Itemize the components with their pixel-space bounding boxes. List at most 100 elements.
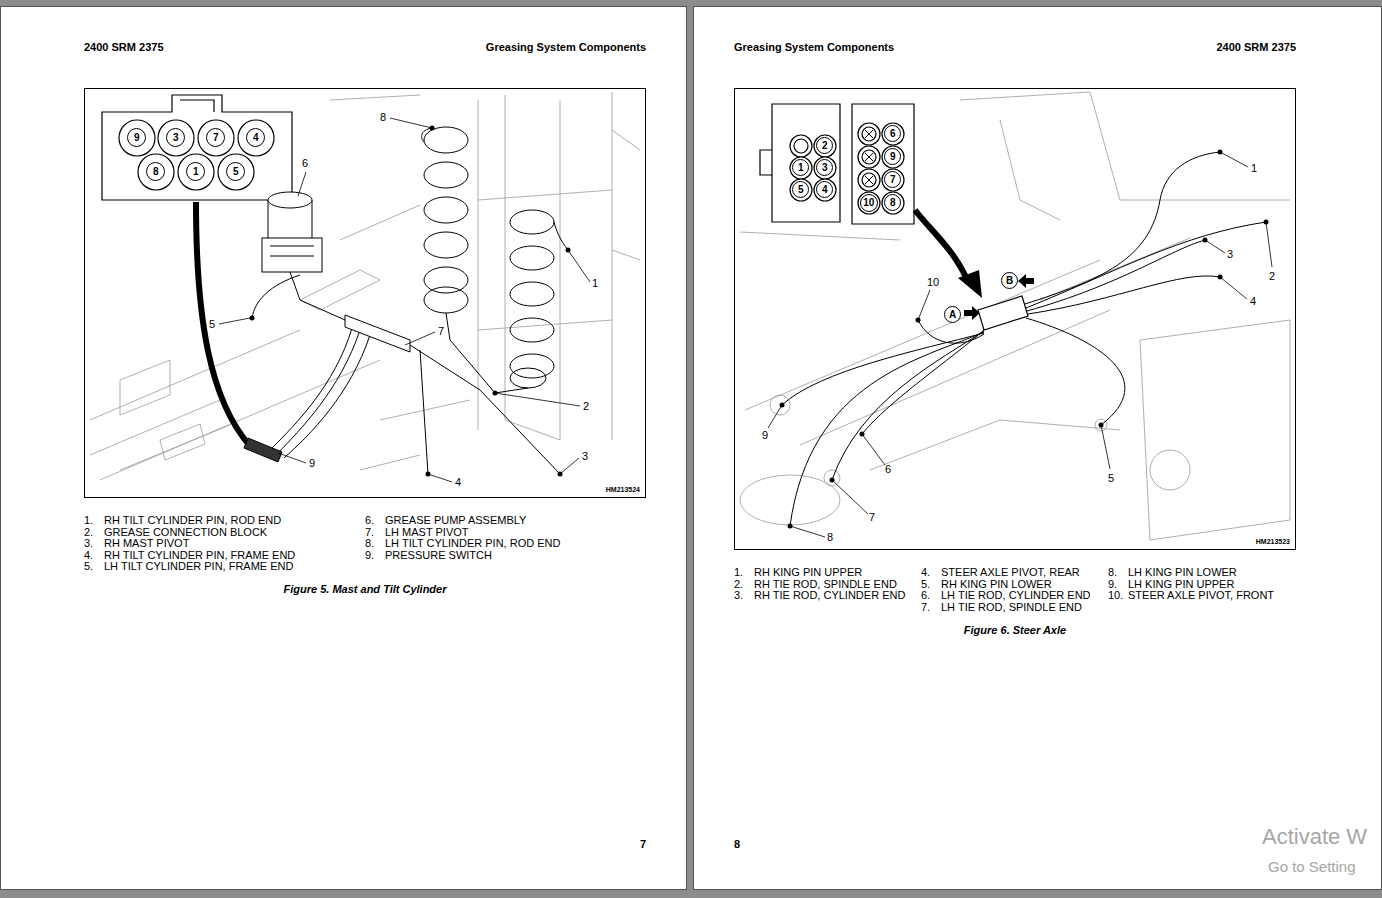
callout-arrow xyxy=(196,202,250,446)
connector-housing xyxy=(218,154,254,190)
grease-pump xyxy=(262,238,322,272)
leader-line xyxy=(768,152,1272,537)
truck-frame-outline xyxy=(90,330,380,480)
grease-hose xyxy=(1026,222,1266,308)
pin-number: 1 xyxy=(193,167,199,177)
connector-pin: 1 xyxy=(792,159,809,176)
steer-axle-outline xyxy=(1000,120,1190,300)
part-name: LH MAST PIVOT xyxy=(385,526,469,539)
truck-frame-outline xyxy=(120,360,205,460)
leader-line xyxy=(768,290,930,537)
list-number: 4. xyxy=(84,549,93,562)
connector-pin: 8 xyxy=(146,162,165,181)
truck-frame-outline xyxy=(300,95,420,310)
part-name: LH TILT CYLINDER PIN, FRAME END xyxy=(104,560,293,573)
connector-housing xyxy=(790,135,812,157)
list-number: 5. xyxy=(921,578,930,591)
pin-number: 8 xyxy=(153,167,159,177)
connector-housing xyxy=(180,100,214,112)
callout-number: 2 xyxy=(1269,270,1275,283)
grease-hose xyxy=(782,333,984,405)
truck-frame-outline xyxy=(478,92,612,440)
truck-frame-outline xyxy=(90,92,640,480)
hose-coil xyxy=(424,267,468,293)
connector-housing xyxy=(198,120,234,156)
list-number: 9. xyxy=(365,549,374,562)
grease-pump xyxy=(270,246,314,256)
callout-number: 4 xyxy=(455,476,461,489)
view-arrow xyxy=(1018,274,1034,288)
page-header: 2400 SRM 2375 xyxy=(1217,41,1297,54)
list-number: 2. xyxy=(734,578,743,591)
callout-number: 1 xyxy=(1251,162,1257,175)
leader-line xyxy=(1101,152,1272,469)
callout-number: 10 xyxy=(927,276,939,289)
connector-pin: 6 xyxy=(884,125,901,142)
callout-number: 8 xyxy=(827,531,833,544)
list-number: 9. xyxy=(1108,578,1117,591)
view-arrow xyxy=(964,306,980,320)
connector-housing xyxy=(882,169,904,191)
hose-coil xyxy=(510,246,554,270)
part-name: RH TILT CYLINDER PIN, ROD END xyxy=(104,514,281,527)
connector-pin: 5 xyxy=(792,181,809,198)
part-name: RH MAST PIVOT xyxy=(104,537,189,550)
pin-number: 3 xyxy=(822,163,828,173)
view-marker: B xyxy=(1001,272,1018,289)
grease-hose xyxy=(1025,152,1220,304)
connector-pin: 7 xyxy=(884,171,901,188)
hose-coil xyxy=(424,127,468,153)
grease-pump xyxy=(268,192,312,208)
page-header: 2400 SRM 2375 xyxy=(84,41,164,54)
callout-number: 7 xyxy=(438,325,444,338)
grease-hose xyxy=(790,332,984,526)
grease-fitting xyxy=(250,126,571,477)
part-name: STEER AXLE PIVOT, FRONT xyxy=(1128,589,1274,602)
grease-hose xyxy=(495,388,528,393)
connector-housing xyxy=(102,95,292,200)
grease-hose xyxy=(862,330,984,434)
list-number: 8. xyxy=(365,537,374,550)
list-number: 10. xyxy=(1108,589,1123,602)
grease-hose xyxy=(252,275,300,318)
hose-coil xyxy=(424,232,468,258)
hose-coil xyxy=(424,162,468,188)
callout-number: 6 xyxy=(885,463,891,476)
figure-frame: HM21352321354697108AB xyxy=(734,88,1296,550)
connector-pin: 4 xyxy=(816,181,833,198)
grease-pump xyxy=(262,192,322,272)
grease-hose xyxy=(1026,318,1125,425)
connector-pin: 3 xyxy=(816,159,833,176)
list-number: 6. xyxy=(365,514,374,527)
connector-housing xyxy=(814,135,836,157)
list-number: 7. xyxy=(921,601,930,614)
pressure-switch xyxy=(244,438,282,462)
hose-coil xyxy=(510,210,554,234)
connector-housing xyxy=(119,120,155,156)
figure-frame: HM2135249374815 xyxy=(84,88,646,498)
leader-line xyxy=(278,393,580,482)
callout-number: 5 xyxy=(209,318,215,331)
grease-fitting xyxy=(250,316,255,321)
hose-coil xyxy=(510,318,554,342)
connector-housing xyxy=(178,154,214,190)
hose-coil xyxy=(424,197,468,223)
grease-hose xyxy=(446,313,495,393)
grease-hose xyxy=(252,128,568,474)
plugged-cavity xyxy=(865,130,873,184)
part-name: RH KING PIN UPPER xyxy=(754,566,862,579)
pin-number: 6 xyxy=(890,129,896,139)
truck-frame-outline xyxy=(360,400,470,470)
connector-pin: 3 xyxy=(166,128,185,147)
callout-number: 2 xyxy=(583,400,589,413)
figure-caption: Figure 5. Mast and Tilt Cylinder xyxy=(284,583,447,596)
truck-frame-outline xyxy=(478,130,640,440)
grease-hose xyxy=(278,330,360,453)
grease-hose xyxy=(782,152,1266,526)
list-number: 7. xyxy=(365,526,374,539)
steer-axle-outline xyxy=(740,92,1290,540)
pin-number: 10 xyxy=(863,198,874,208)
pin-number: 7 xyxy=(213,133,219,143)
connector-pin: 4 xyxy=(246,128,265,147)
plugged-cavity xyxy=(865,130,873,184)
